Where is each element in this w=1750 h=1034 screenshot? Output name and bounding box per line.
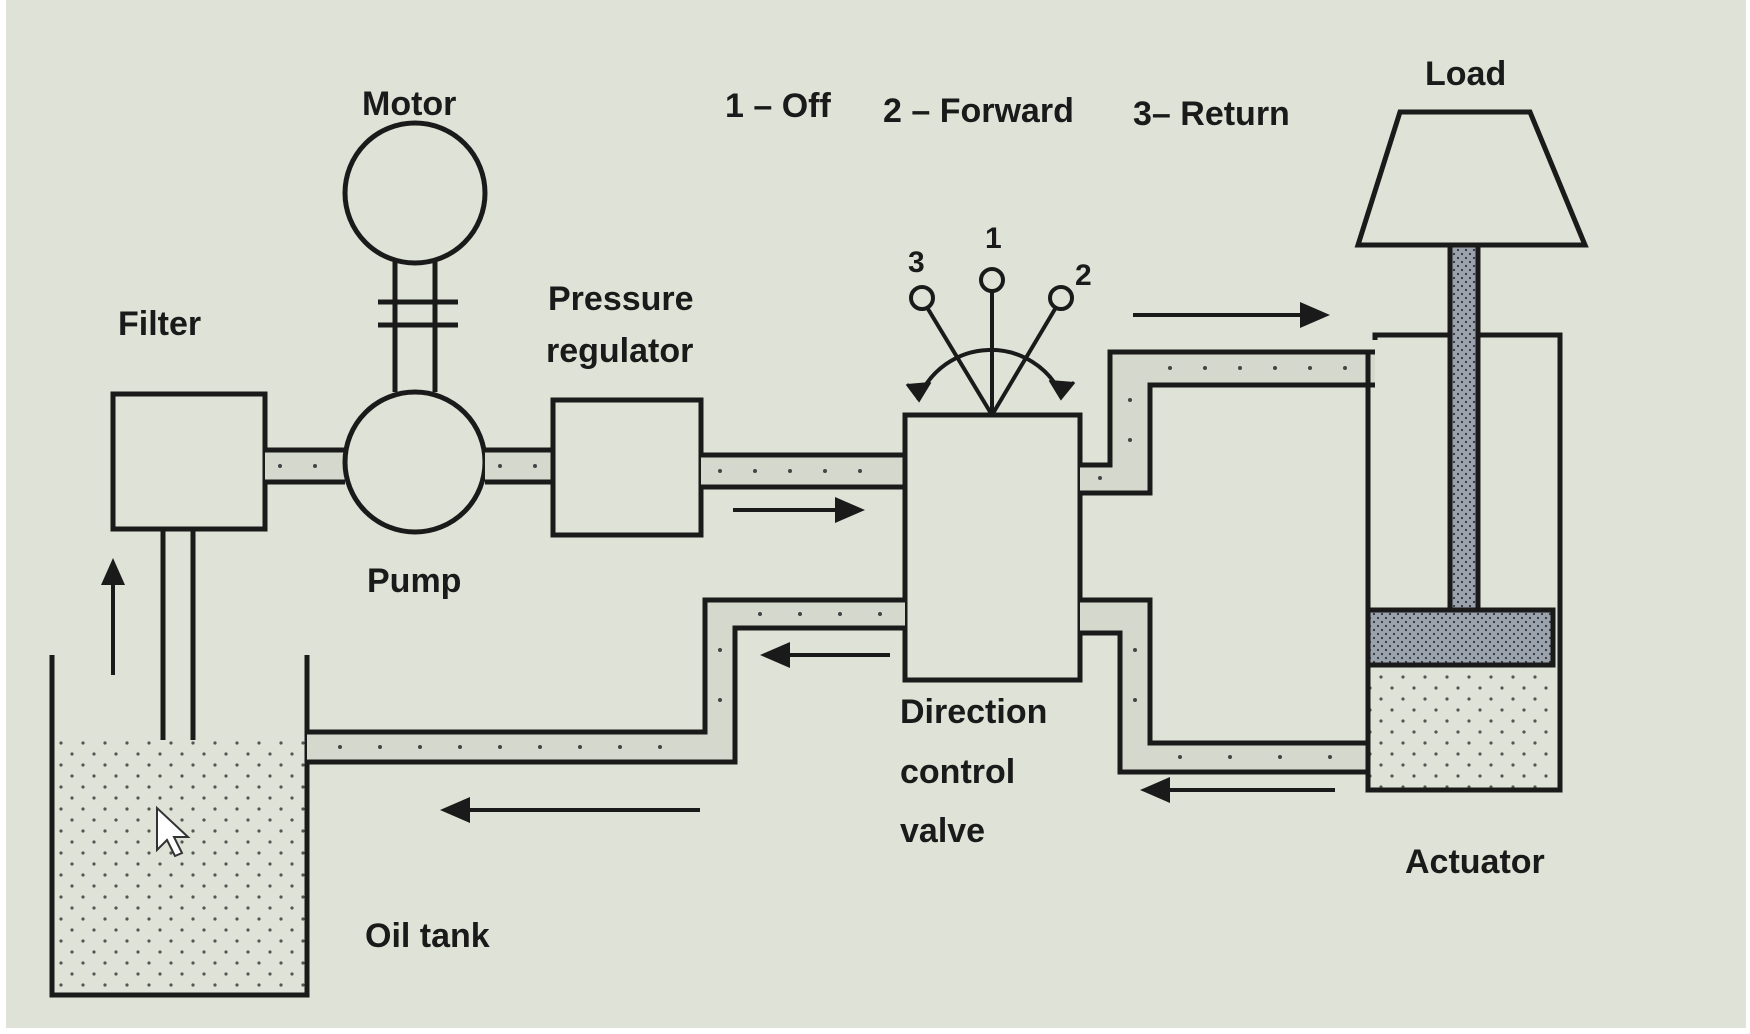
load-trapezoid	[1354, 109, 1589, 248]
flow-arrow-up	[101, 558, 125, 675]
direction-control-valve-label-line3: valve	[900, 812, 985, 850]
pressure-regulator-label-line1: Pressure	[548, 280, 694, 318]
flow-arrow-valve-return	[760, 642, 890, 668]
legend-off: 1 – Off	[725, 87, 831, 125]
valve-position-3-knob	[909, 285, 935, 311]
valve-position-3-label: 3	[908, 246, 925, 279]
valve-position-2-label: 2	[1075, 259, 1092, 292]
valve-selector-handle	[916, 290, 1064, 417]
motor-circle	[342, 120, 488, 266]
pipe-regulator-valve	[701, 452, 905, 490]
actuator-label: Actuator	[1405, 843, 1545, 881]
pressure-regulator-label-line2: regulator	[546, 332, 693, 370]
valve-position-1-label: 1	[985, 222, 1002, 255]
flow-arrow-from-actuator	[1140, 777, 1335, 803]
filter-label: Filter	[118, 305, 201, 343]
motor-shaft-coupling	[378, 262, 458, 392]
valve-arc-arrowhead-right	[1048, 379, 1076, 401]
valve-arc-arrowhead-left	[905, 381, 932, 403]
valve-position-2-knob	[1048, 285, 1074, 311]
legend-forward: 2 – Forward	[883, 92, 1074, 130]
suction-pipe	[160, 530, 196, 740]
direction-control-valve-box	[902, 412, 1083, 683]
actuator-piston	[1365, 607, 1556, 668]
pipe-valve-actuator-bottom	[1080, 597, 1368, 775]
valve-position-1-knob	[979, 267, 1005, 293]
direction-control-valve-label-line1: Direction	[900, 693, 1047, 731]
load-label: Load	[1425, 55, 1506, 93]
pump-circle	[342, 389, 488, 535]
legend-return: 3– Return	[1133, 95, 1290, 133]
flow-arrow-to-actuator	[1133, 302, 1330, 328]
pipe-valve-tank-return	[307, 597, 905, 765]
pipe-oil-dots	[278, 366, 1347, 759]
filter-box	[110, 391, 268, 532]
oil-tank	[49, 655, 310, 998]
pipe-filter-pump	[265, 447, 345, 485]
flow-arrow-to-tank	[440, 797, 700, 823]
flow-arrow-to-valve	[733, 497, 865, 523]
motor-label: Motor	[362, 85, 456, 123]
direction-control-valve-label-line2: control	[900, 753, 1015, 791]
pipe-pump-regulator	[485, 447, 553, 485]
pressure-regulator-box	[550, 397, 704, 538]
actuator-cylinder	[1365, 332, 1563, 793]
pump-label: Pump	[367, 562, 461, 600]
mouse-pointer-icon	[156, 805, 191, 858]
actuator-rod	[1447, 242, 1481, 613]
oil-tank-label: Oil tank	[365, 917, 490, 955]
